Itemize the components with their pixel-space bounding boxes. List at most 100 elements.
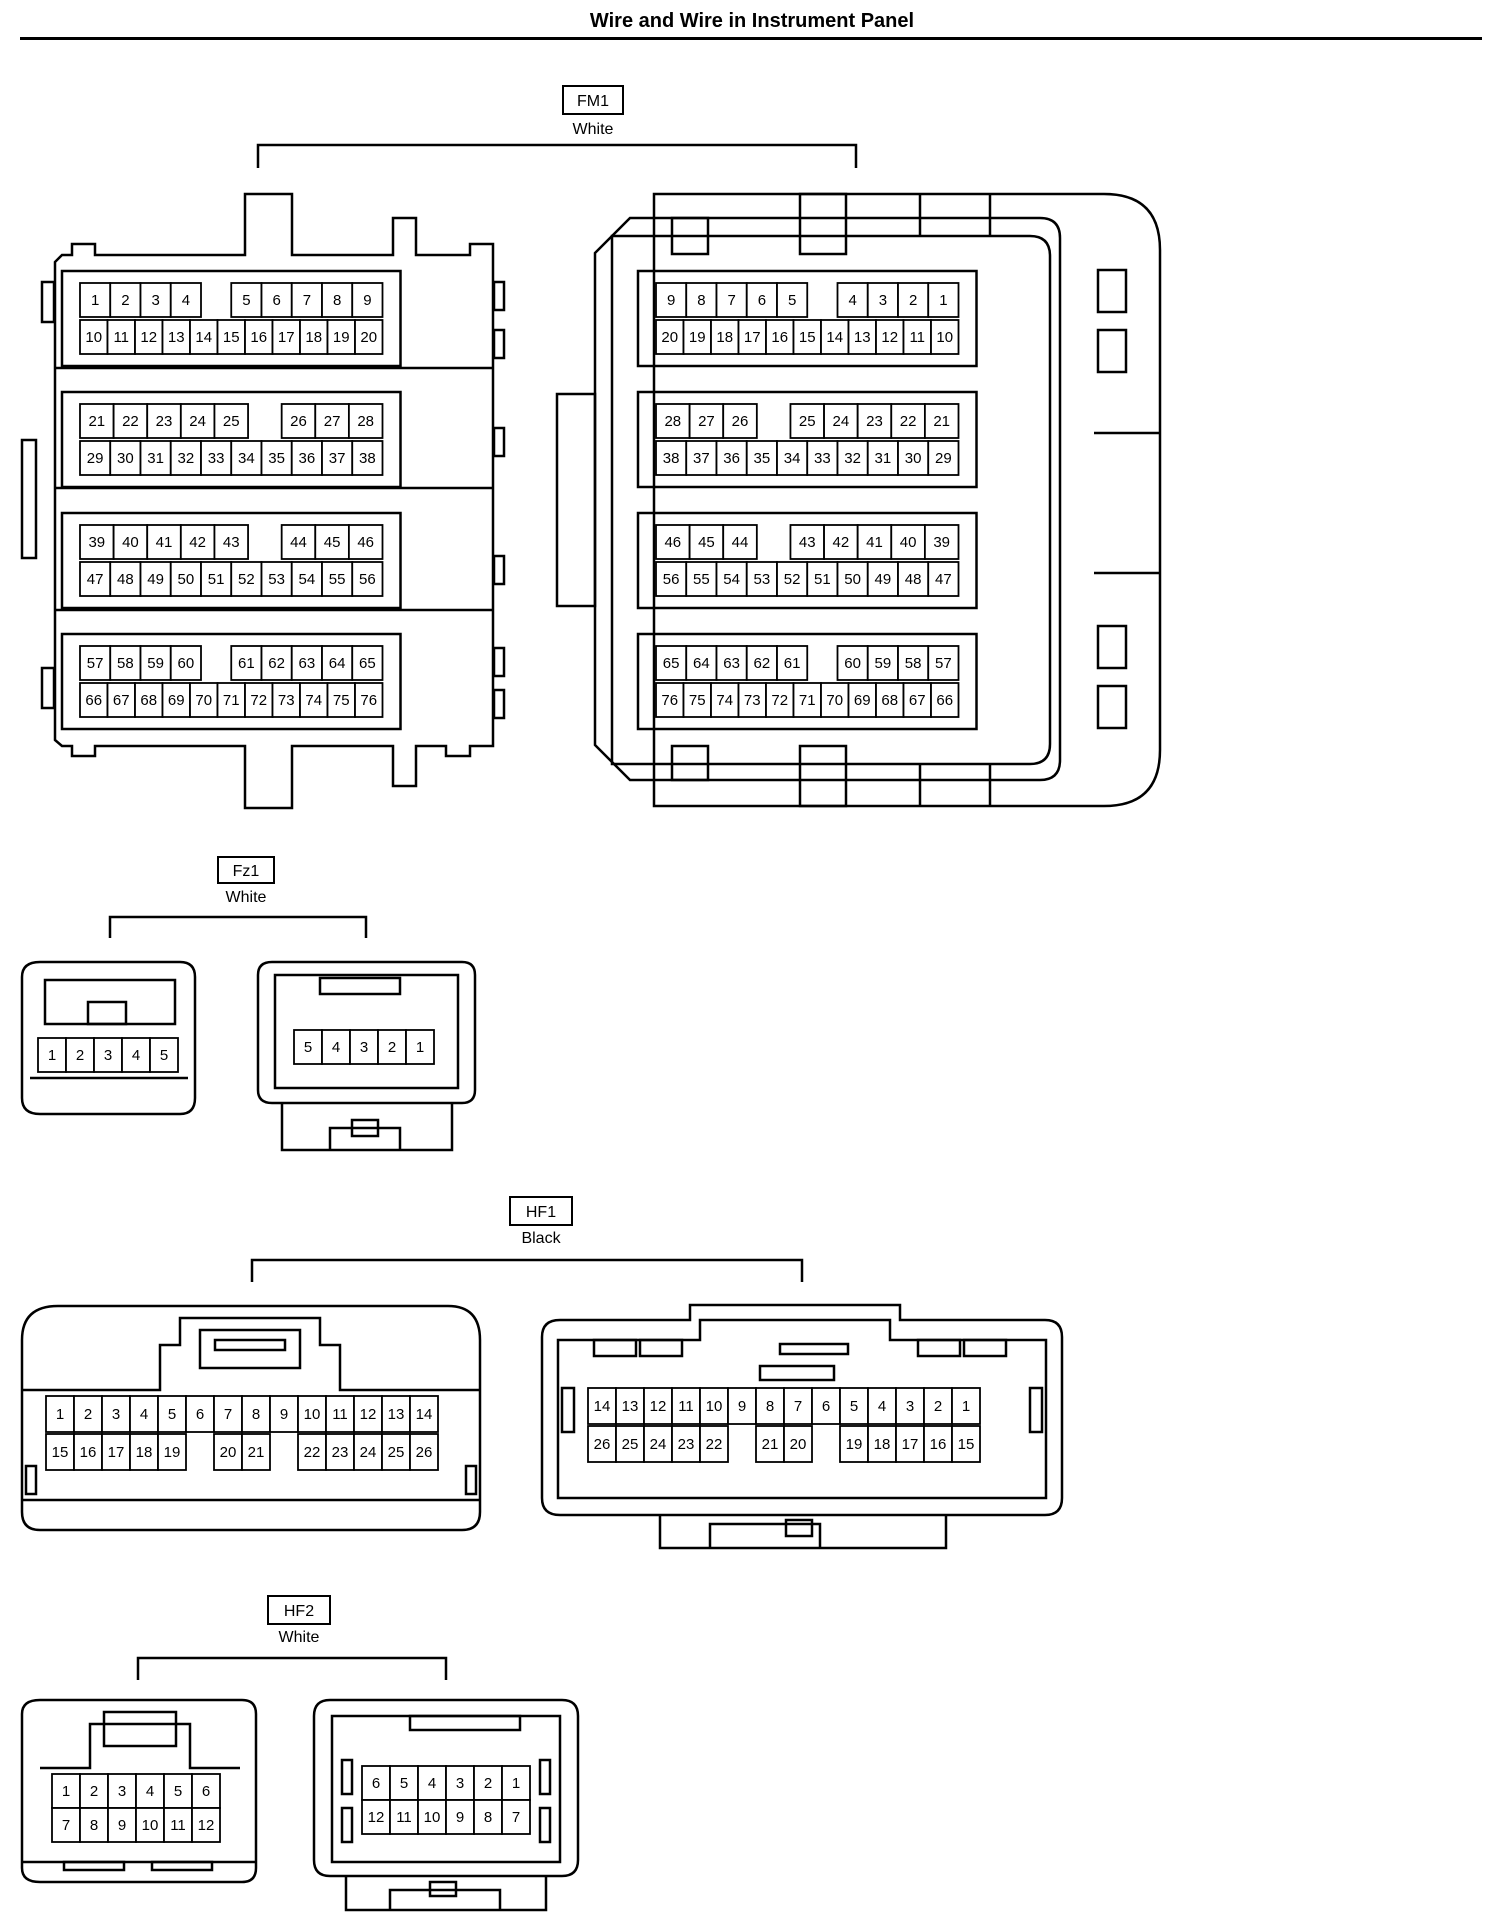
fz1-right-connector-housing bbox=[256, 960, 477, 1152]
pin-label: 7 bbox=[62, 1817, 70, 1834]
pin-label: 41 bbox=[156, 534, 173, 551]
fm1-left-pin: 8 bbox=[321, 282, 354, 318]
hf1-left-pin: 5 bbox=[157, 1395, 187, 1433]
pin-label: 62 bbox=[268, 655, 285, 672]
hf2-right-pin: 12 bbox=[361, 1799, 391, 1835]
hf1-left-pin: 25 bbox=[381, 1433, 411, 1471]
fm1-right-pin: 49 bbox=[866, 561, 899, 597]
fm1-right-connector-housing bbox=[555, 192, 1162, 808]
fm1-right-pin: 65 bbox=[655, 645, 688, 681]
pin-label: 38 bbox=[663, 450, 680, 467]
fm1-left-cavity-frame bbox=[60, 390, 402, 489]
fm1-right-pin: 68 bbox=[875, 682, 905, 718]
fm1-left-pin: 46 bbox=[347, 524, 384, 560]
fm1-left-pin: 20 bbox=[354, 319, 384, 355]
fm1-right-pin: 27 bbox=[688, 403, 725, 439]
pin-label: 8 bbox=[484, 1809, 492, 1826]
hf1-left-pin: 26 bbox=[409, 1433, 439, 1471]
hf2-right-pin: 9 bbox=[445, 1799, 475, 1835]
fm1-left-pin: 49 bbox=[139, 561, 172, 597]
fz1-color-label: White bbox=[226, 889, 267, 906]
pin-label: 44 bbox=[732, 534, 749, 551]
fm1-left-pin: 32 bbox=[169, 440, 202, 476]
hf1-right-pin: 18 bbox=[867, 1425, 897, 1463]
pin-label: 14 bbox=[416, 1406, 433, 1423]
pin-label: 31 bbox=[875, 450, 892, 467]
pin-label: 7 bbox=[727, 292, 735, 309]
fz1-right-pin: 4 bbox=[321, 1029, 351, 1065]
pin-label: 26 bbox=[594, 1436, 611, 1453]
pin-label: 23 bbox=[866, 413, 883, 430]
fm1-left-pin: 50 bbox=[169, 561, 202, 597]
fm1-left-pin: 34 bbox=[230, 440, 263, 476]
pin-label: 33 bbox=[208, 450, 225, 467]
fm1-left-pin: 40 bbox=[112, 524, 149, 560]
pin-label: 19 bbox=[333, 329, 350, 346]
fm1-right-pin: 46 bbox=[655, 524, 691, 560]
pin-label: 11 bbox=[332, 1406, 348, 1423]
fm1-right-pin: 56 bbox=[655, 561, 688, 597]
pin-label: 14 bbox=[594, 1398, 611, 1415]
pin-label: 64 bbox=[329, 655, 346, 672]
fm1-right-pin: 9 bbox=[655, 282, 688, 318]
fm1-left-pin: 37 bbox=[321, 440, 354, 476]
fm1-left-pin: 60 bbox=[169, 645, 202, 681]
fm1-left-pin: 44 bbox=[280, 524, 317, 560]
fm1-right-pin: 41 bbox=[856, 524, 893, 560]
pin-label: 70 bbox=[195, 692, 212, 709]
pin-label: 6 bbox=[758, 292, 766, 309]
fm1-left-pin: 42 bbox=[179, 524, 216, 560]
fm1-left-pin: 7 bbox=[290, 282, 323, 318]
pin-label: 11 bbox=[909, 329, 925, 346]
pin-label: 76 bbox=[360, 692, 377, 709]
pin-label: 3 bbox=[360, 1039, 368, 1056]
fm1-left-pin: 19 bbox=[326, 319, 356, 355]
hf2-left-pin: 3 bbox=[107, 1773, 137, 1809]
pin-label: 73 bbox=[744, 692, 761, 709]
fm1-right-pin: 17 bbox=[737, 319, 767, 355]
fm1-left-pin: 27 bbox=[314, 403, 350, 439]
pin-label: 12 bbox=[140, 329, 157, 346]
pin-label: 1 bbox=[62, 1783, 70, 1800]
fm1-right-pin: 6 bbox=[745, 282, 778, 318]
pin-label: 17 bbox=[108, 1444, 125, 1461]
hf2-right-pin: 10 bbox=[417, 1799, 447, 1835]
hf2-right-pin: 2 bbox=[473, 1765, 503, 1801]
hf1-left-pin: 20 bbox=[213, 1433, 243, 1471]
fm1-left-pin: 38 bbox=[351, 440, 384, 476]
fm1-left-pin: 57 bbox=[79, 645, 112, 681]
pin-label: 21 bbox=[933, 413, 950, 430]
fm1-left-pin: 14 bbox=[189, 319, 219, 355]
fm1-left-pin: 1 bbox=[79, 282, 112, 318]
fm1-left-pin: 58 bbox=[109, 645, 142, 681]
hf1-right-pin: 8 bbox=[755, 1387, 785, 1425]
pin-label: 9 bbox=[738, 1398, 746, 1415]
pin-label: 59 bbox=[147, 655, 164, 672]
pin-label: 1 bbox=[416, 1039, 424, 1056]
fm1-right-pin: 67 bbox=[902, 682, 932, 718]
pin-label: 8 bbox=[90, 1817, 98, 1834]
fm1-left-pin: 36 bbox=[290, 440, 323, 476]
fm1-left-pin: 53 bbox=[260, 561, 293, 597]
fm1-right-pin: 5 bbox=[776, 282, 809, 318]
pin-label: 19 bbox=[164, 1444, 181, 1461]
pin-label: 61 bbox=[238, 655, 255, 672]
hf1-right-pin: 7 bbox=[783, 1387, 813, 1425]
pin-label: 66 bbox=[936, 692, 953, 709]
fm1-right-pin: 2 bbox=[897, 282, 930, 318]
pin-label: 63 bbox=[723, 655, 740, 672]
pin-label: 7 bbox=[512, 1809, 520, 1826]
fm1-right-pin: 18 bbox=[710, 319, 740, 355]
pin-label: 73 bbox=[278, 692, 295, 709]
hf1-right-pin: 10 bbox=[699, 1387, 729, 1425]
pin-label: 5 bbox=[304, 1039, 312, 1056]
fm1-right-cavity-frame bbox=[636, 390, 978, 489]
pin-label: 54 bbox=[723, 571, 740, 588]
fm1-right-pin: 25 bbox=[789, 403, 825, 439]
pin-label: 41 bbox=[866, 534, 883, 551]
fm1-right-pin: 4 bbox=[836, 282, 869, 318]
pin-label: 25 bbox=[799, 413, 816, 430]
pin-label: 49 bbox=[875, 571, 892, 588]
fm1-right-pin: 19 bbox=[682, 319, 712, 355]
pin-label: 53 bbox=[754, 571, 771, 588]
